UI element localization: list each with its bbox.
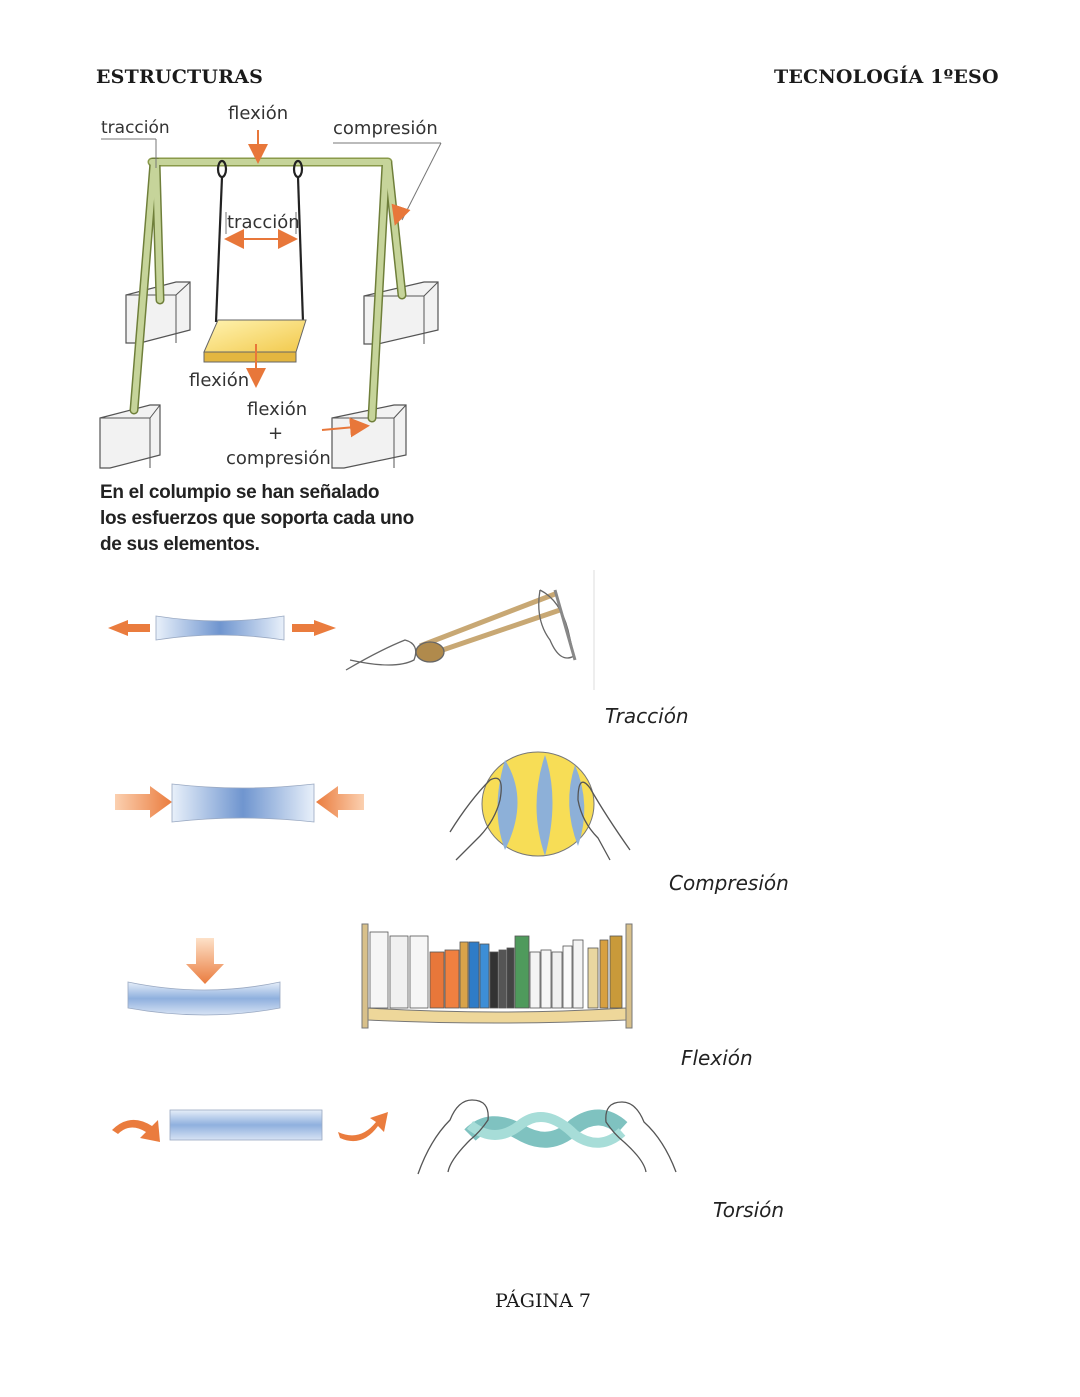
stress-label-torsion: Torsión [713, 1198, 785, 1222]
label-compresion-bottom: compresión [226, 448, 331, 469]
page-number: PÁGINA 7 [495, 1290, 591, 1312]
swing-frame-highlight [131, 159, 405, 421]
caption-line: los esfuerzos que soporta cada uno [100, 508, 414, 529]
block-front-left [99, 404, 161, 469]
label-plus: + [268, 423, 284, 444]
swing-ropes [214, 159, 305, 323]
traction-beam [108, 615, 336, 641]
swing-stress-arrows [224, 130, 411, 438]
header-title: ESTRUCTURAS [96, 66, 263, 88]
torsion-beam [112, 1109, 388, 1142]
stress-label-compresion: Compresión [669, 871, 789, 895]
bookshelf-icon [361, 923, 633, 1029]
caption-line: En el columpio se han señalado [100, 482, 380, 503]
stress-label-traccion: Tracción [605, 704, 689, 728]
label-compresion-top: compresión [333, 118, 438, 139]
label-flexion-top: flexión [228, 103, 289, 124]
ball-icon [449, 751, 631, 861]
label-flexion-bottom: flexión [247, 399, 308, 420]
slingshot-icon [345, 570, 595, 690]
bending-beam [127, 938, 281, 1016]
swing-diagram [99, 130, 442, 469]
caption-line: de sus elementos. [100, 534, 260, 555]
stress-illustrations [108, 570, 677, 1175]
stress-label-flexion: Flexión [681, 1046, 753, 1070]
label-traccion-mid: tracción [227, 212, 300, 233]
header-subject: TECNOLOGÍA 1ºESO [774, 66, 999, 88]
compression-beam [115, 783, 364, 823]
label-flexion-seat: flexión [189, 370, 250, 391]
twisted-cloth-icon [417, 1099, 677, 1175]
label-traccion-top: tracción [101, 118, 170, 138]
swing-caption: En el columpio se han señalado los esfue… [100, 480, 414, 558]
swing-seat [203, 319, 307, 363]
